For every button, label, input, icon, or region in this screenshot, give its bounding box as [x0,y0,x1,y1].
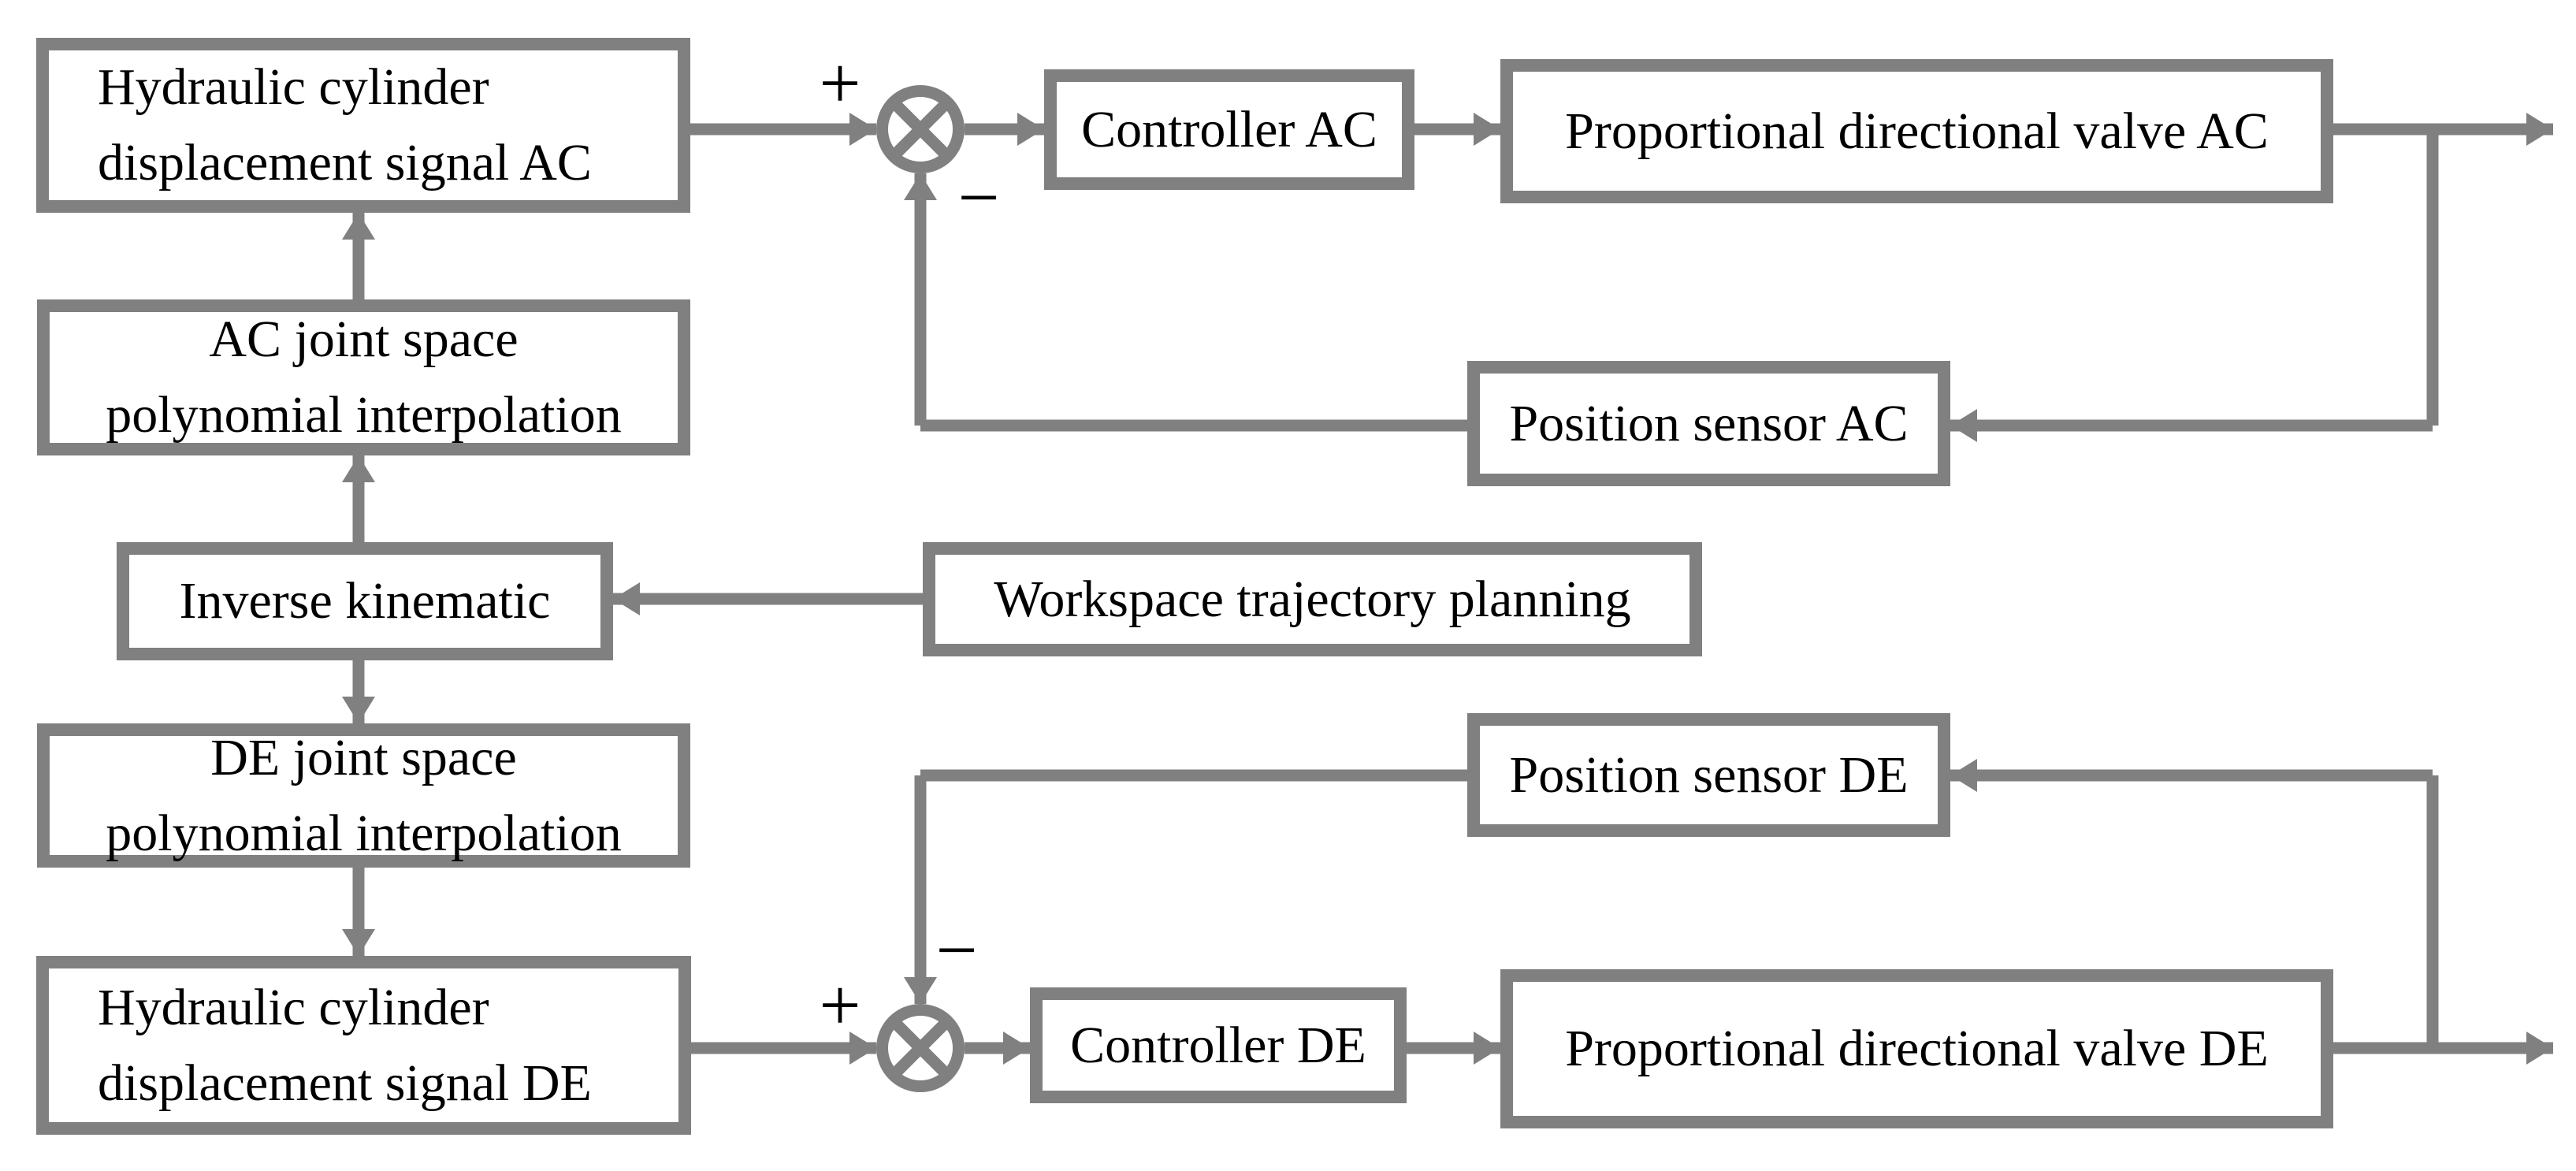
block-inverse-kinematic: Inverse kinematic [117,542,613,660]
block-position-sensor-de: Position sensor DE [1467,713,1950,837]
block-label-line: DE joint space [210,728,517,786]
minus-sign-ac: − [957,157,1000,239]
block-label: Proportional directional valve DE [1565,1020,2269,1077]
block-de-joint-space: DE joint space polynomial interpolation [37,723,690,868]
block-label: Proportional directional valve AC [1565,102,2269,160]
block-label: Position sensor DE [1509,745,1909,804]
block-label-line: polynomial interpolation [106,804,622,862]
block-proportional-valve-de: Proportional directional valve DE [1500,969,2333,1128]
minus-sign-de: − [935,909,978,991]
block-label: Controller DE [1070,1016,1366,1074]
block-hydraulic-cylinder-ac: Hydraulic cylinder displacement signal A… [36,38,690,213]
block-label: Workspace trajectory planning [994,570,1631,628]
block-label-line: AC joint space [209,310,519,368]
block-label: Controller AC [1081,100,1377,158]
block-label: Inverse kinematic [179,572,551,630]
block-ac-joint-space: AC joint space polynomial interpolation [37,299,690,455]
block-controller-ac: Controller AC [1044,69,1414,190]
block-controller-de: Controller DE [1030,987,1407,1103]
block-label: Position sensor AC [1509,394,1909,452]
plus-sign-de: + [819,965,861,1046]
plus-sign-ac: + [819,43,861,125]
sum-junction-de [876,1004,965,1092]
block-position-sensor-ac: Position sensor AC [1467,361,1950,486]
block-label-line: Hydraulic cylinder [98,978,489,1036]
block-workspace-trajectory-planning: Workspace trajectory planning [923,542,1702,656]
sum-junction-ac [876,85,965,173]
block-label-line: polynomial interpolation [106,386,622,444]
block-label-line: Hydraulic cylinder [98,58,489,116]
block-proportional-valve-ac: Proportional directional valve AC [1500,59,2333,203]
block-hydraulic-cylinder-de: Hydraulic cylinder displacement signal D… [36,956,691,1135]
block-label-line: displacement signal DE [98,1054,592,1112]
block-label-line: displacement signal AC [98,134,592,191]
